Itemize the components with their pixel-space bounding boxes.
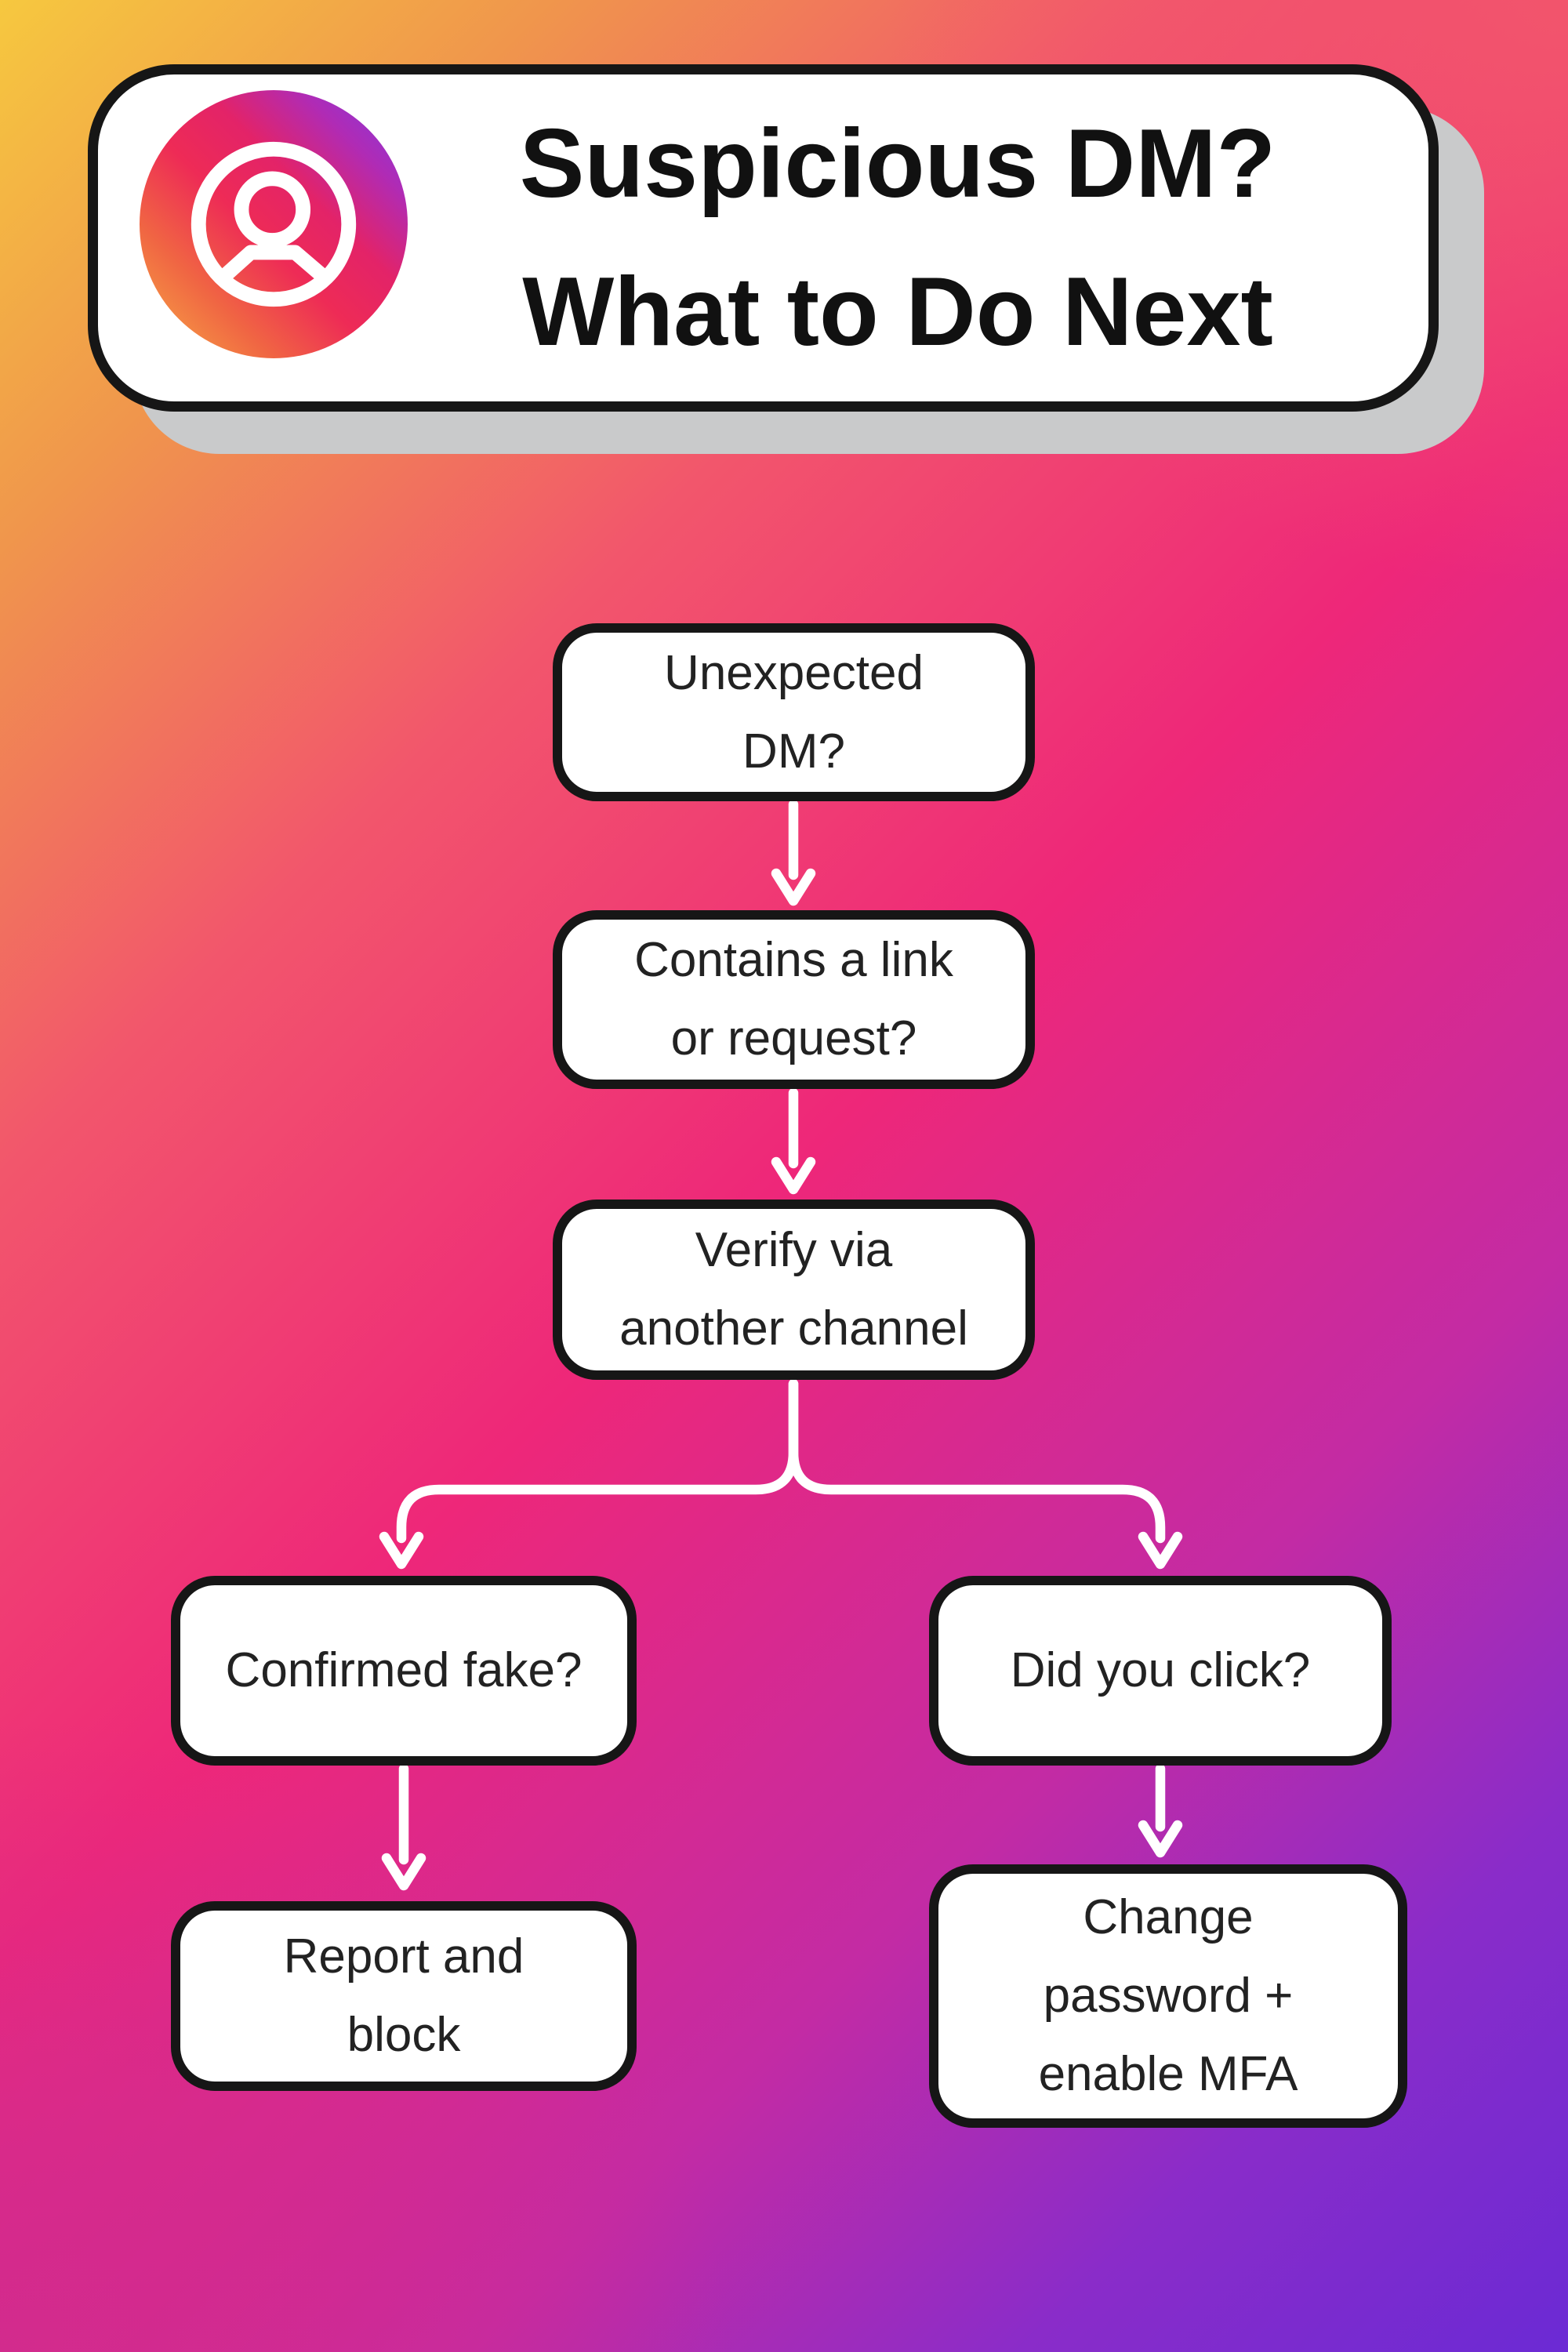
node-text-line: DM?	[742, 724, 845, 779]
node-text-line: enable MFA	[1038, 2047, 1298, 2101]
poster-title-line-1: Suspicious DM?	[519, 110, 1276, 219]
flow-node-confirmed-fake: Confirmed fake?	[171, 1576, 637, 1766]
node-text-line: Report and	[283, 1929, 524, 1984]
flow-node-contains-link: Contains a link or request?	[553, 910, 1035, 1089]
node-text-line: Unexpected	[664, 645, 924, 700]
flow-node-unexpected-dm: Unexpected DM?	[553, 623, 1035, 801]
poster-title: Suspicious DM? What to Do Next	[392, 64, 1403, 412]
node-text-line: Verify via	[695, 1223, 893, 1277]
node-text-line: Contains a link	[634, 933, 953, 987]
flow-node-change-password: Change password + enable MFA	[929, 1864, 1407, 2128]
node-text-line: Confirmed fake?	[225, 1643, 583, 1697]
node-text-line: Did you click?	[1010, 1643, 1311, 1697]
node-text-line: password +	[1043, 1969, 1294, 2023]
flow-node-did-you-click: Did you click?	[929, 1576, 1392, 1766]
node-text-line: another channel	[619, 1301, 968, 1356]
arrow-click-to-password	[1138, 1763, 1183, 1858]
arrow-verify-to-did-you-click	[788, 1378, 1183, 1570]
flow-node-verify-channel: Verify via another channel	[553, 1200, 1035, 1380]
node-text-line: block	[347, 2008, 461, 2062]
arrow-confirmed-to-report	[381, 1763, 426, 1891]
node-text-line: or request?	[670, 1011, 917, 1065]
flow-node-report-block: Report and block	[171, 1901, 637, 2091]
arrow-unexpected-to-contains	[771, 799, 816, 906]
arrow-contains-to-verify	[771, 1087, 816, 1195]
poster-title-line-2: What to Do Next	[522, 257, 1273, 366]
node-text-line: Change	[1083, 1890, 1254, 1944]
instagram-avatar-icon	[140, 90, 408, 358]
arrow-verify-to-confirmed-fake	[379, 1378, 799, 1570]
